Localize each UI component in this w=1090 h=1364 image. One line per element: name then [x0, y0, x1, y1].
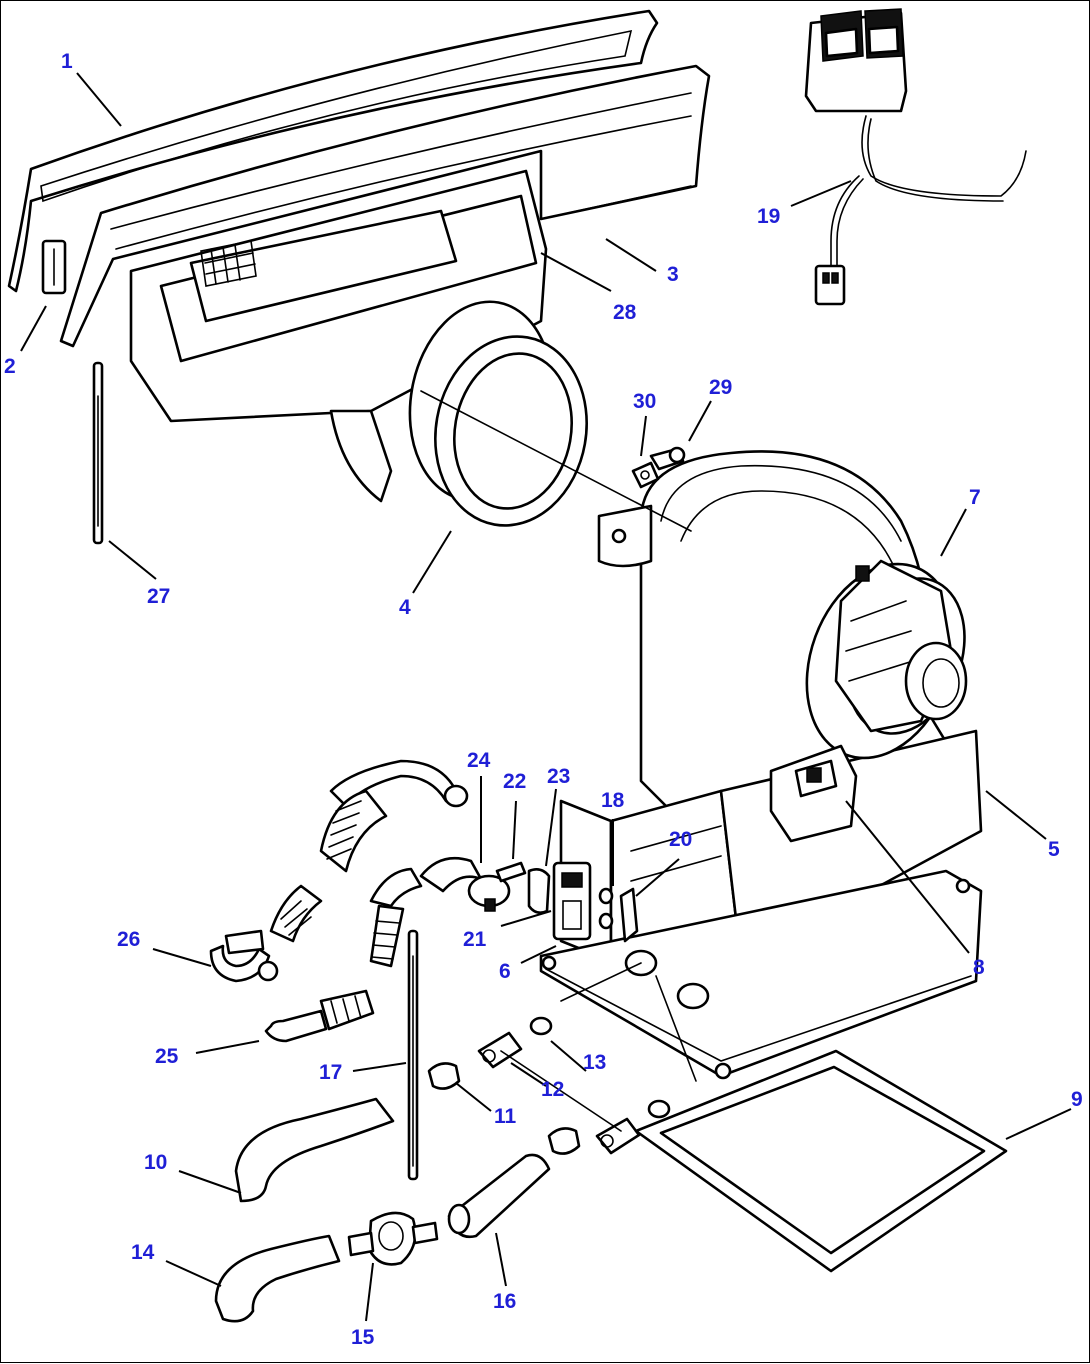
- clip-part: [41, 239, 67, 295]
- duct-ring-gasket: [408, 300, 588, 527]
- callout-4: 4: [399, 596, 411, 619]
- callout-8: 8: [973, 956, 985, 979]
- switch-harness: [804, 8, 1027, 306]
- callout-28: 28: [613, 301, 637, 324]
- callout-13: 13: [583, 1051, 606, 1074]
- callout-17: 17: [319, 1061, 342, 1084]
- callout-14: 14: [131, 1241, 155, 1264]
- callout-27: 27: [147, 585, 170, 608]
- gasket-frame: [634, 1049, 1008, 1273]
- blower-housing: [539, 450, 983, 1080]
- leader-lines: [20, 72, 1072, 1322]
- callout-24: 24: [467, 749, 491, 772]
- callout-16: 16: [493, 1290, 516, 1313]
- rod-27: [92, 361, 104, 545]
- rod-17: [407, 929, 419, 1181]
- callout-11: 11: [494, 1105, 517, 1128]
- callout-2: 2: [4, 355, 16, 378]
- callout-18: 18: [601, 789, 625, 812]
- callout-21: 21: [463, 928, 487, 951]
- callout-9: 9: [1071, 1088, 1083, 1111]
- callout-30: 30: [633, 390, 656, 413]
- callout-22: 22: [503, 770, 526, 793]
- center-lines: [420, 390, 697, 1132]
- callout-19: 19: [757, 205, 780, 228]
- callout-29: 29: [709, 376, 732, 399]
- callout-1: 1: [61, 50, 73, 73]
- callout-labels: 1 2 3 4 5 6 7 8 9 10 11 12 13 14 15 16 1…: [4, 50, 1083, 1349]
- valve-parts: [495, 861, 639, 943]
- callout-6: 6: [499, 960, 511, 983]
- callout-10: 10: [144, 1151, 167, 1174]
- filter-mesh: [200, 240, 257, 287]
- grille-frame: [7, 9, 659, 293]
- callout-12: 12: [541, 1078, 564, 1101]
- screw-and-nut: [631, 446, 686, 489]
- callout-3: 3: [667, 263, 679, 286]
- callout-5: 5: [1048, 838, 1060, 861]
- hose-upper-assembly: [209, 759, 469, 983]
- callout-15: 15: [351, 1326, 375, 1349]
- lower-hoses: [214, 1097, 551, 1323]
- fitting-row: [427, 949, 710, 1155]
- callout-26: 26: [117, 928, 140, 951]
- callout-20: 20: [669, 828, 692, 851]
- bezel-housing: [59, 64, 711, 348]
- callout-25: 25: [155, 1045, 179, 1068]
- hose-lower-assembly: [264, 856, 511, 1043]
- callout-7: 7: [969, 486, 981, 509]
- callout-23: 23: [547, 765, 570, 788]
- resistor-block: [769, 744, 858, 843]
